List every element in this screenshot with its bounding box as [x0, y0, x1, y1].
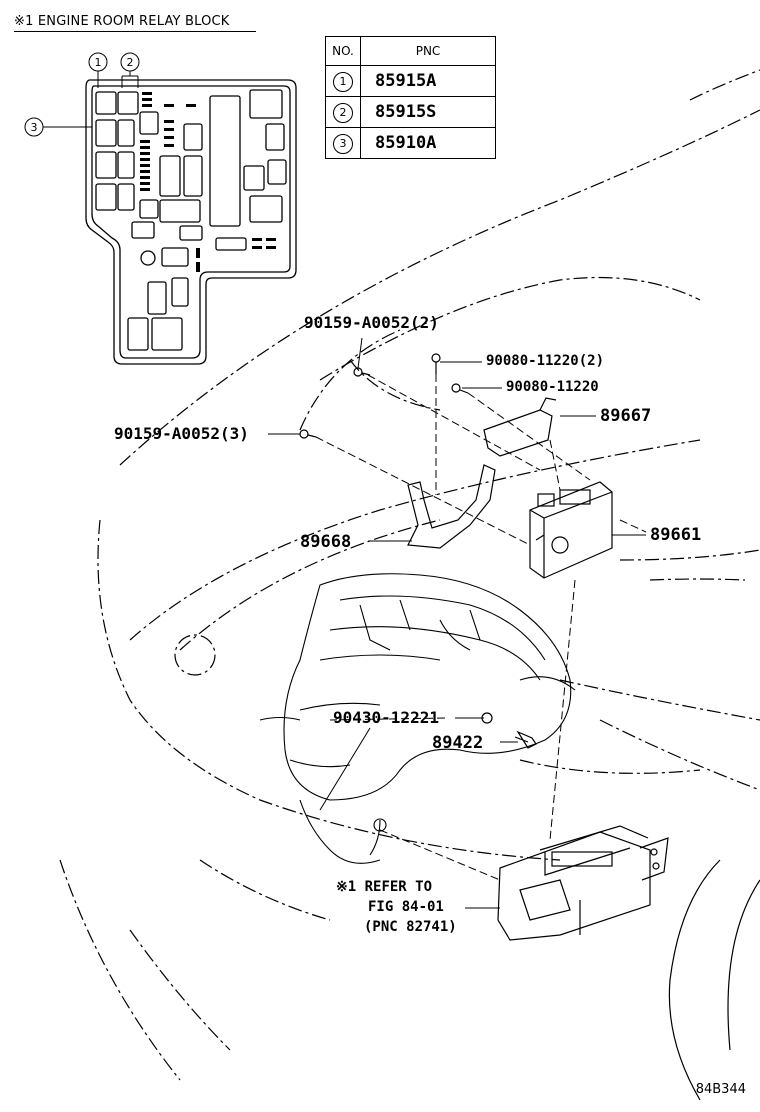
col-no-header: NO.	[325, 36, 361, 66]
callout-3: 3	[31, 121, 38, 134]
fender-lines	[668, 859, 760, 1101]
label-89661: 89661	[650, 525, 702, 545]
table-row: 2 85915S	[325, 96, 496, 128]
reference-line-1: ※1 REFER TO	[336, 879, 433, 895]
row-number: 1	[333, 72, 353, 92]
col-pnc-header: PNC	[360, 36, 496, 66]
label-90080-11220-2: 90080-11220(2)	[486, 353, 605, 369]
engine-assembly	[259, 573, 576, 864]
relay-block-outline	[85, 79, 297, 365]
row-pnc: 85915A	[360, 65, 496, 97]
label-89422: 89422	[432, 733, 484, 753]
label-90159-a0052-left: 90159-A0052(3)	[114, 424, 249, 443]
label-89667: 89667	[600, 406, 652, 426]
relay-block-housing	[497, 825, 669, 941]
relay-block-title: ※1 ENGINE ROOM RELAY BLOCK	[14, 14, 230, 29]
bracket-89668	[407, 464, 496, 549]
callout-2: 2	[127, 56, 134, 69]
table-row: 3 85910A	[325, 127, 496, 159]
pnc-table-header: NO. PNC	[325, 36, 496, 66]
bracket-89667	[483, 397, 557, 457]
row-number: 2	[333, 103, 353, 123]
callout-1: 1	[95, 56, 102, 69]
relay-block-inner	[91, 85, 291, 359]
fasteners	[299, 353, 537, 749]
label-90159-a0052-upper: 90159-A0052(2)	[304, 313, 439, 332]
reference-line-3: (PNC 82741)	[364, 919, 457, 935]
reference-line-2: FIG 84-01	[368, 899, 444, 915]
label-90080-11220: 90080-11220	[506, 379, 599, 395]
ecu-unit	[529, 481, 613, 579]
title-underline	[14, 31, 256, 32]
row-pnc: 85915S	[360, 96, 496, 128]
pnc-table: NO. PNC 1 85915A 2 85915S 3 85910A	[325, 36, 496, 159]
car-body-outline	[59, 69, 760, 1081]
leader-lines	[268, 337, 646, 909]
figure-code: 84B344	[695, 1082, 746, 1097]
row-pnc: 85910A	[360, 127, 496, 159]
fuse-marks	[140, 92, 276, 272]
assembly-lines	[315, 374, 647, 881]
label-89668: 89668	[300, 532, 352, 552]
table-row: 1 85915A	[325, 65, 496, 97]
row-number: 3	[333, 134, 353, 154]
label-90430-12221: 90430-12221	[333, 708, 439, 727]
